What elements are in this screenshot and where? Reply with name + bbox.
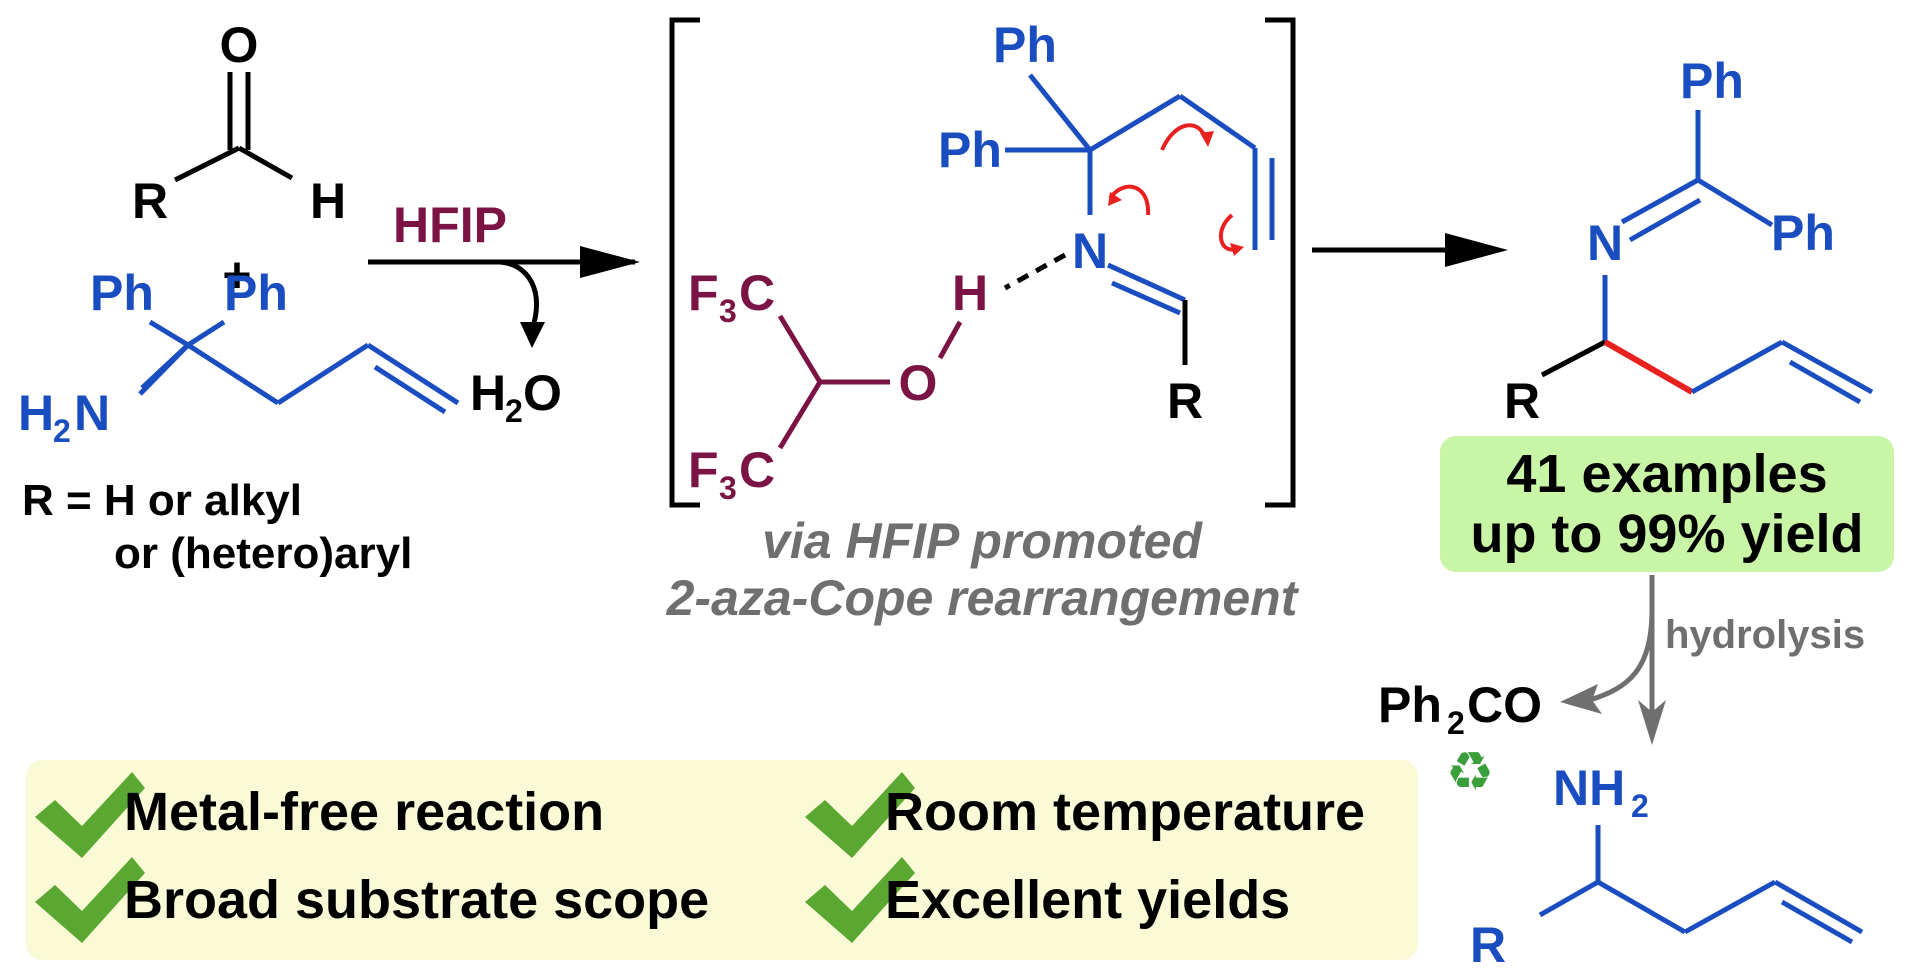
ts-cf3-top: F 3 C: [688, 265, 775, 329]
plus-sign: +: [222, 247, 251, 303]
feature-item-metal-free: Metal-free reaction: [35, 772, 604, 858]
svg-text:3: 3: [719, 470, 737, 506]
ts-nitrogen: N: [1072, 223, 1108, 279]
aldehyde-oxygen: O: [220, 17, 259, 73]
condensation-arrow: HFIP H 2 O: [368, 197, 640, 429]
ts-caption-line1: via HFIP promoted: [762, 513, 1203, 569]
check-icon: [805, 772, 915, 858]
imine-product: Ph Ph N R: [1504, 53, 1874, 429]
benzophenone-byproduct: Ph 2 CO: [1378, 677, 1542, 741]
amine-phenyl-left: Ph: [90, 265, 154, 321]
svg-text:C: C: [739, 442, 775, 498]
svg-text:H: H: [470, 365, 506, 421]
reagent-hfip: HFIP: [393, 197, 507, 253]
aldehyde-hydrogen: H: [310, 173, 346, 229]
max-yield: up to 99% yield: [1470, 504, 1863, 564]
feature-item-broad-scope: Broad substrate scope: [35, 857, 709, 943]
svg-text:2: 2: [53, 413, 71, 449]
svg-text:N: N: [74, 385, 110, 441]
feature-item-room-temperature: Room temperature: [805, 772, 1365, 858]
svg-text:O: O: [523, 365, 562, 421]
aldehyde-r-group: R: [132, 173, 168, 229]
ts-phenyl-left: Ph: [938, 122, 1002, 178]
svg-text:2: 2: [505, 393, 523, 429]
amine-product-r-group: R: [1470, 917, 1506, 973]
svg-text:H: H: [18, 385, 54, 441]
hydrolysis-arrows: hydrolysis: [1560, 575, 1865, 745]
ts-caption-line2: 2-aza-Cope rearrangement: [666, 570, 1300, 626]
amine-structure: Ph Ph H 2 N: [18, 265, 460, 449]
amine-phenyl-right: Ph: [224, 265, 288, 321]
svg-text:NH: NH: [1553, 760, 1625, 816]
amine-nh2-group: H 2 N: [18, 385, 110, 449]
amine-product: NH 2 R: [1470, 760, 1864, 973]
product-nitrogen: N: [1587, 215, 1623, 271]
svg-text:2: 2: [1447, 705, 1465, 741]
ts-phenyl-top: Ph: [993, 17, 1057, 73]
svg-text:2: 2: [1631, 788, 1649, 824]
recycle-icon: ♻: [1446, 740, 1494, 803]
ts-cf3-bottom: F 3 C: [688, 442, 775, 506]
ts-r-group: R: [1167, 373, 1203, 429]
ts-hydrogen: H: [952, 265, 988, 321]
ts-oxygen: O: [899, 355, 938, 411]
product-phenyl-top: Ph: [1680, 53, 1744, 109]
features-panel: Metal-free reaction Room temperature Bro…: [26, 760, 1418, 960]
product-r-group: R: [1504, 373, 1540, 429]
r-definition-line2: or (hetero)aryl: [114, 529, 412, 578]
check-icon: [35, 772, 145, 858]
check-icon: [805, 857, 915, 943]
svg-text:F: F: [688, 442, 719, 498]
svg-text:Excellent yields: Excellent yields: [885, 870, 1290, 930]
amine-product-nh2: NH 2: [1553, 760, 1649, 824]
svg-text:Metal-free reaction: Metal-free reaction: [124, 782, 604, 842]
product-phenyl-right: Ph: [1771, 205, 1835, 261]
feature-item-excellent-yields: Excellent yields: [805, 857, 1290, 943]
svg-text:3: 3: [719, 293, 737, 329]
transition-state: Ph Ph N H O R F 3 C F 3 C: [669, 17, 1296, 508]
check-icon: [35, 857, 145, 943]
svg-text:C: C: [739, 265, 775, 321]
rearrangement-arrow: [1312, 233, 1508, 267]
hydrolysis-label: hydrolysis: [1665, 613, 1865, 657]
svg-text:Broad substrate scope: Broad substrate scope: [124, 870, 709, 930]
r-definition-line1: R = H or alkyl: [22, 476, 302, 525]
svg-text:Room temperature: Room temperature: [885, 782, 1365, 842]
svg-text:CO: CO: [1467, 677, 1542, 733]
yield-badge: 41 examples up to 99% yield: [1440, 436, 1894, 572]
water-byproduct: H 2 O: [470, 365, 562, 429]
examples-count: 41 examples: [1506, 444, 1827, 504]
svg-text:Ph: Ph: [1378, 677, 1442, 733]
svg-text:F: F: [688, 265, 719, 321]
aldehyde-structure: O R H: [132, 17, 346, 229]
